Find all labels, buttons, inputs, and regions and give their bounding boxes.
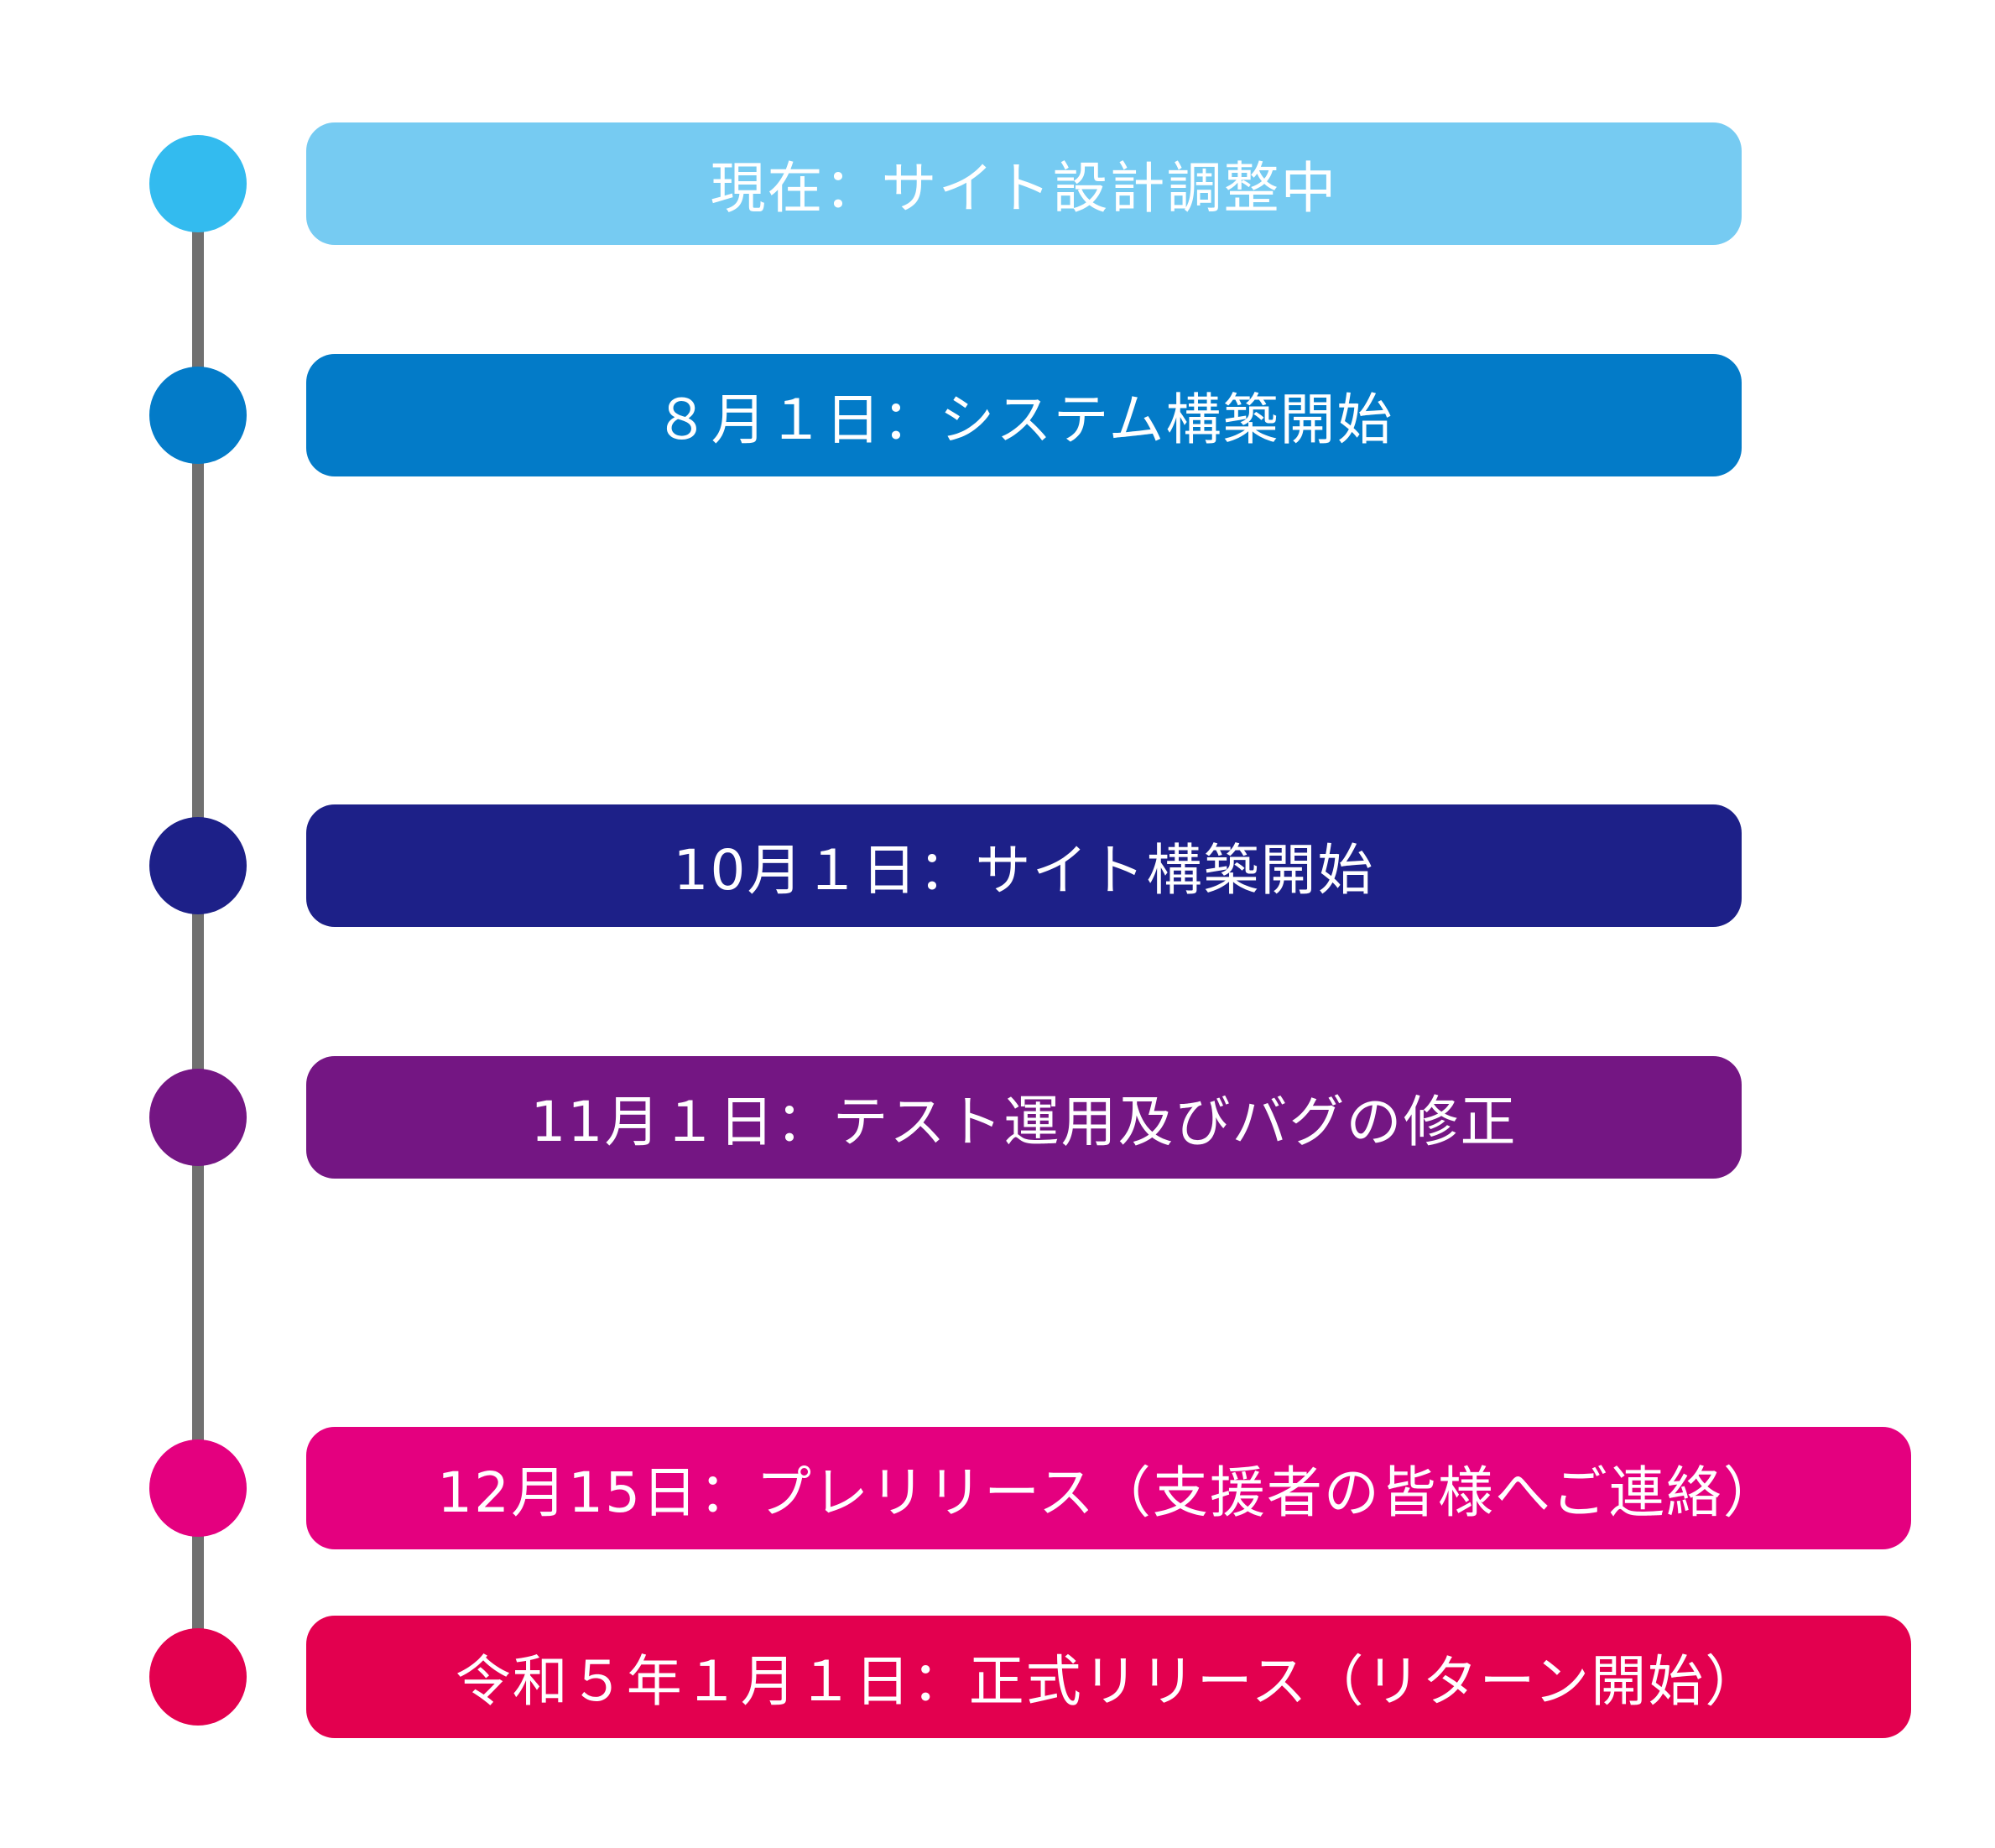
- timeline-dot: [149, 817, 247, 914]
- milestone-label: 12月15日：プレリリース（支援者の皆様へご連絡）: [437, 1460, 1780, 1525]
- timeline-dot: [149, 1439, 247, 1537]
- timeline-milestone: ８月１日：システム構築開始: [306, 354, 1742, 476]
- timeline-dot: [149, 367, 247, 464]
- timeline-milestone: 12月15日：プレリリース（支援者の皆様へご連絡）: [306, 1427, 1911, 1549]
- timeline-milestone: 11月１日：テスト運用及びバグの修正: [306, 1056, 1742, 1179]
- milestone-label: 現在：サイト設計調整中: [710, 156, 1338, 221]
- timeline-dot: [149, 135, 247, 232]
- timeline-milestone: 令和５年１月１日：正式リリース（リターン開始）: [306, 1616, 1911, 1738]
- milestone-label: 10月１日：サイト構築開始: [673, 838, 1375, 903]
- milestone-label: 令和５年１月１日：正式リリース（リターン開始）: [455, 1649, 1763, 1714]
- timeline-line: [192, 184, 204, 1678]
- timeline-dot: [149, 1069, 247, 1166]
- timeline-dot: [149, 1628, 247, 1726]
- milestone-label: ８月１日：システム構築開始: [654, 388, 1394, 452]
- milestone-label: 11月１日：テスト運用及びバグの修正: [530, 1090, 1518, 1154]
- timeline-milestone: 10月１日：サイト構築開始: [306, 804, 1742, 927]
- timeline-milestone: 現在：サイト設計調整中: [306, 122, 1742, 245]
